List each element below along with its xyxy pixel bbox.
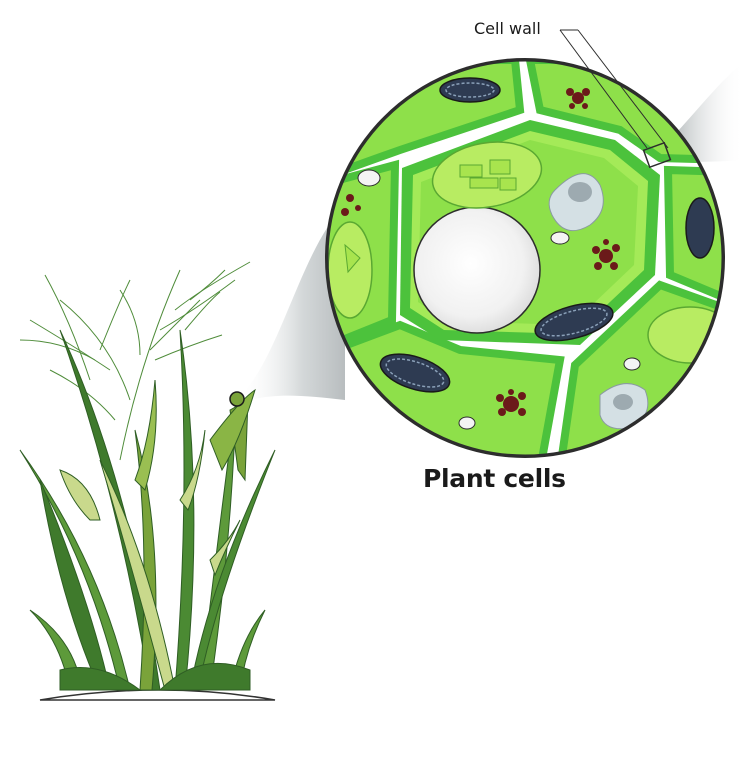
zoom-cone: [238, 205, 345, 404]
golgi: [341, 88, 620, 416]
diagram-title: Plant cells: [423, 464, 566, 493]
chloroplast: [431, 141, 543, 209]
grass-plant: [19, 261, 276, 701]
nucleus: [548, 173, 604, 232]
cell-wall-callout: [559, 29, 672, 169]
cell-wall-label: Cell wall: [474, 19, 541, 38]
vacuole: [413, 206, 541, 334]
mitochondria: [379, 77, 715, 393]
magnified-cells: [325, 58, 725, 458]
